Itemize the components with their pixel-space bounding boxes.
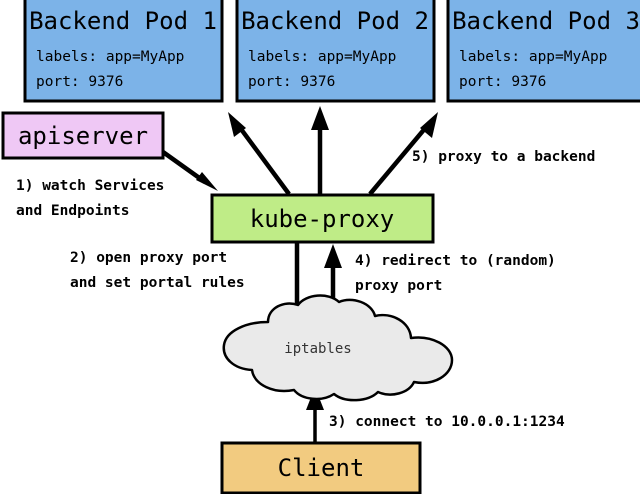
step-4-line-1: 4) redirect to (random) bbox=[355, 253, 556, 269]
step-5-line-1: 5) proxy to a backend bbox=[412, 149, 595, 165]
step-label-3: 3) connect to 10.0.0.1:1234 bbox=[329, 414, 565, 430]
edge-apiserver-to-kubeproxy bbox=[161, 150, 218, 191]
iptables-label: iptables bbox=[284, 341, 351, 357]
apiserver-title: apiserver bbox=[18, 122, 148, 150]
step-1-line-2: and Endpoints bbox=[16, 203, 130, 219]
backend-pod-1-labels: labels: app=MyApp bbox=[36, 49, 184, 65]
backend-pod-2-title: Backend Pod 2 bbox=[241, 7, 429, 35]
apiserver-box bbox=[1, 111, 165, 160]
step-1-line-1: 1) watch Services bbox=[16, 178, 164, 194]
backend-pod-3-title: Backend Pod 3 bbox=[452, 7, 640, 35]
step-3-line-1: 3) connect to 10.0.0.1:1234 bbox=[329, 414, 565, 430]
backend-pod-2-port: port: 9376 bbox=[248, 74, 335, 90]
node-backend-pod-1: Backend Pod 1 labels: app=MyApp port: 93… bbox=[23, 0, 224, 103]
step-label-4: 4) redirect to (random) proxy port bbox=[355, 253, 556, 294]
backend-pod-3-port: port: 9376 bbox=[459, 74, 546, 90]
node-apiserver: apiserver bbox=[1, 111, 165, 160]
backend-pod-3-labels: labels: app=MyApp bbox=[459, 49, 607, 65]
client-title: Client bbox=[278, 454, 365, 482]
edge-kubeproxy-to-pod2 bbox=[311, 106, 329, 194]
backend-pod-2-labels: labels: app=MyApp bbox=[248, 49, 396, 65]
kube-proxy-title: kube-proxy bbox=[250, 205, 395, 233]
node-kube-proxy: kube-proxy bbox=[210, 193, 435, 244]
step-2-line-1: 2) open proxy port bbox=[70, 250, 227, 266]
node-iptables: iptables bbox=[222, 294, 454, 402]
step-4-line-2: proxy port bbox=[355, 278, 442, 294]
edge-kubeproxy-to-pod1 bbox=[228, 112, 291, 196]
client-box bbox=[220, 441, 422, 494]
backend-pod-2-box bbox=[235, 0, 436, 103]
step-label-2: 2) open proxy port and set portal rules bbox=[70, 250, 245, 291]
edge-kubeproxy-to-pod3 bbox=[368, 112, 438, 196]
backend-pod-1-port: port: 9376 bbox=[36, 74, 123, 90]
backend-pod-3-box bbox=[446, 0, 640, 103]
step-2-line-2: and set portal rules bbox=[70, 275, 245, 291]
kube-proxy-box bbox=[210, 193, 435, 244]
step-label-5: 5) proxy to a backend bbox=[412, 149, 595, 165]
backend-pod-1-title: Backend Pod 1 bbox=[29, 7, 217, 35]
node-client: Client bbox=[220, 441, 422, 494]
backend-pod-1-box bbox=[23, 0, 224, 103]
node-backend-pod-2: Backend Pod 2 labels: app=MyApp port: 93… bbox=[235, 0, 436, 103]
step-label-1: 1) watch Services and Endpoints bbox=[16, 178, 164, 219]
node-backend-pod-3: Backend Pod 3 labels: app=MyApp port: 93… bbox=[446, 0, 640, 103]
